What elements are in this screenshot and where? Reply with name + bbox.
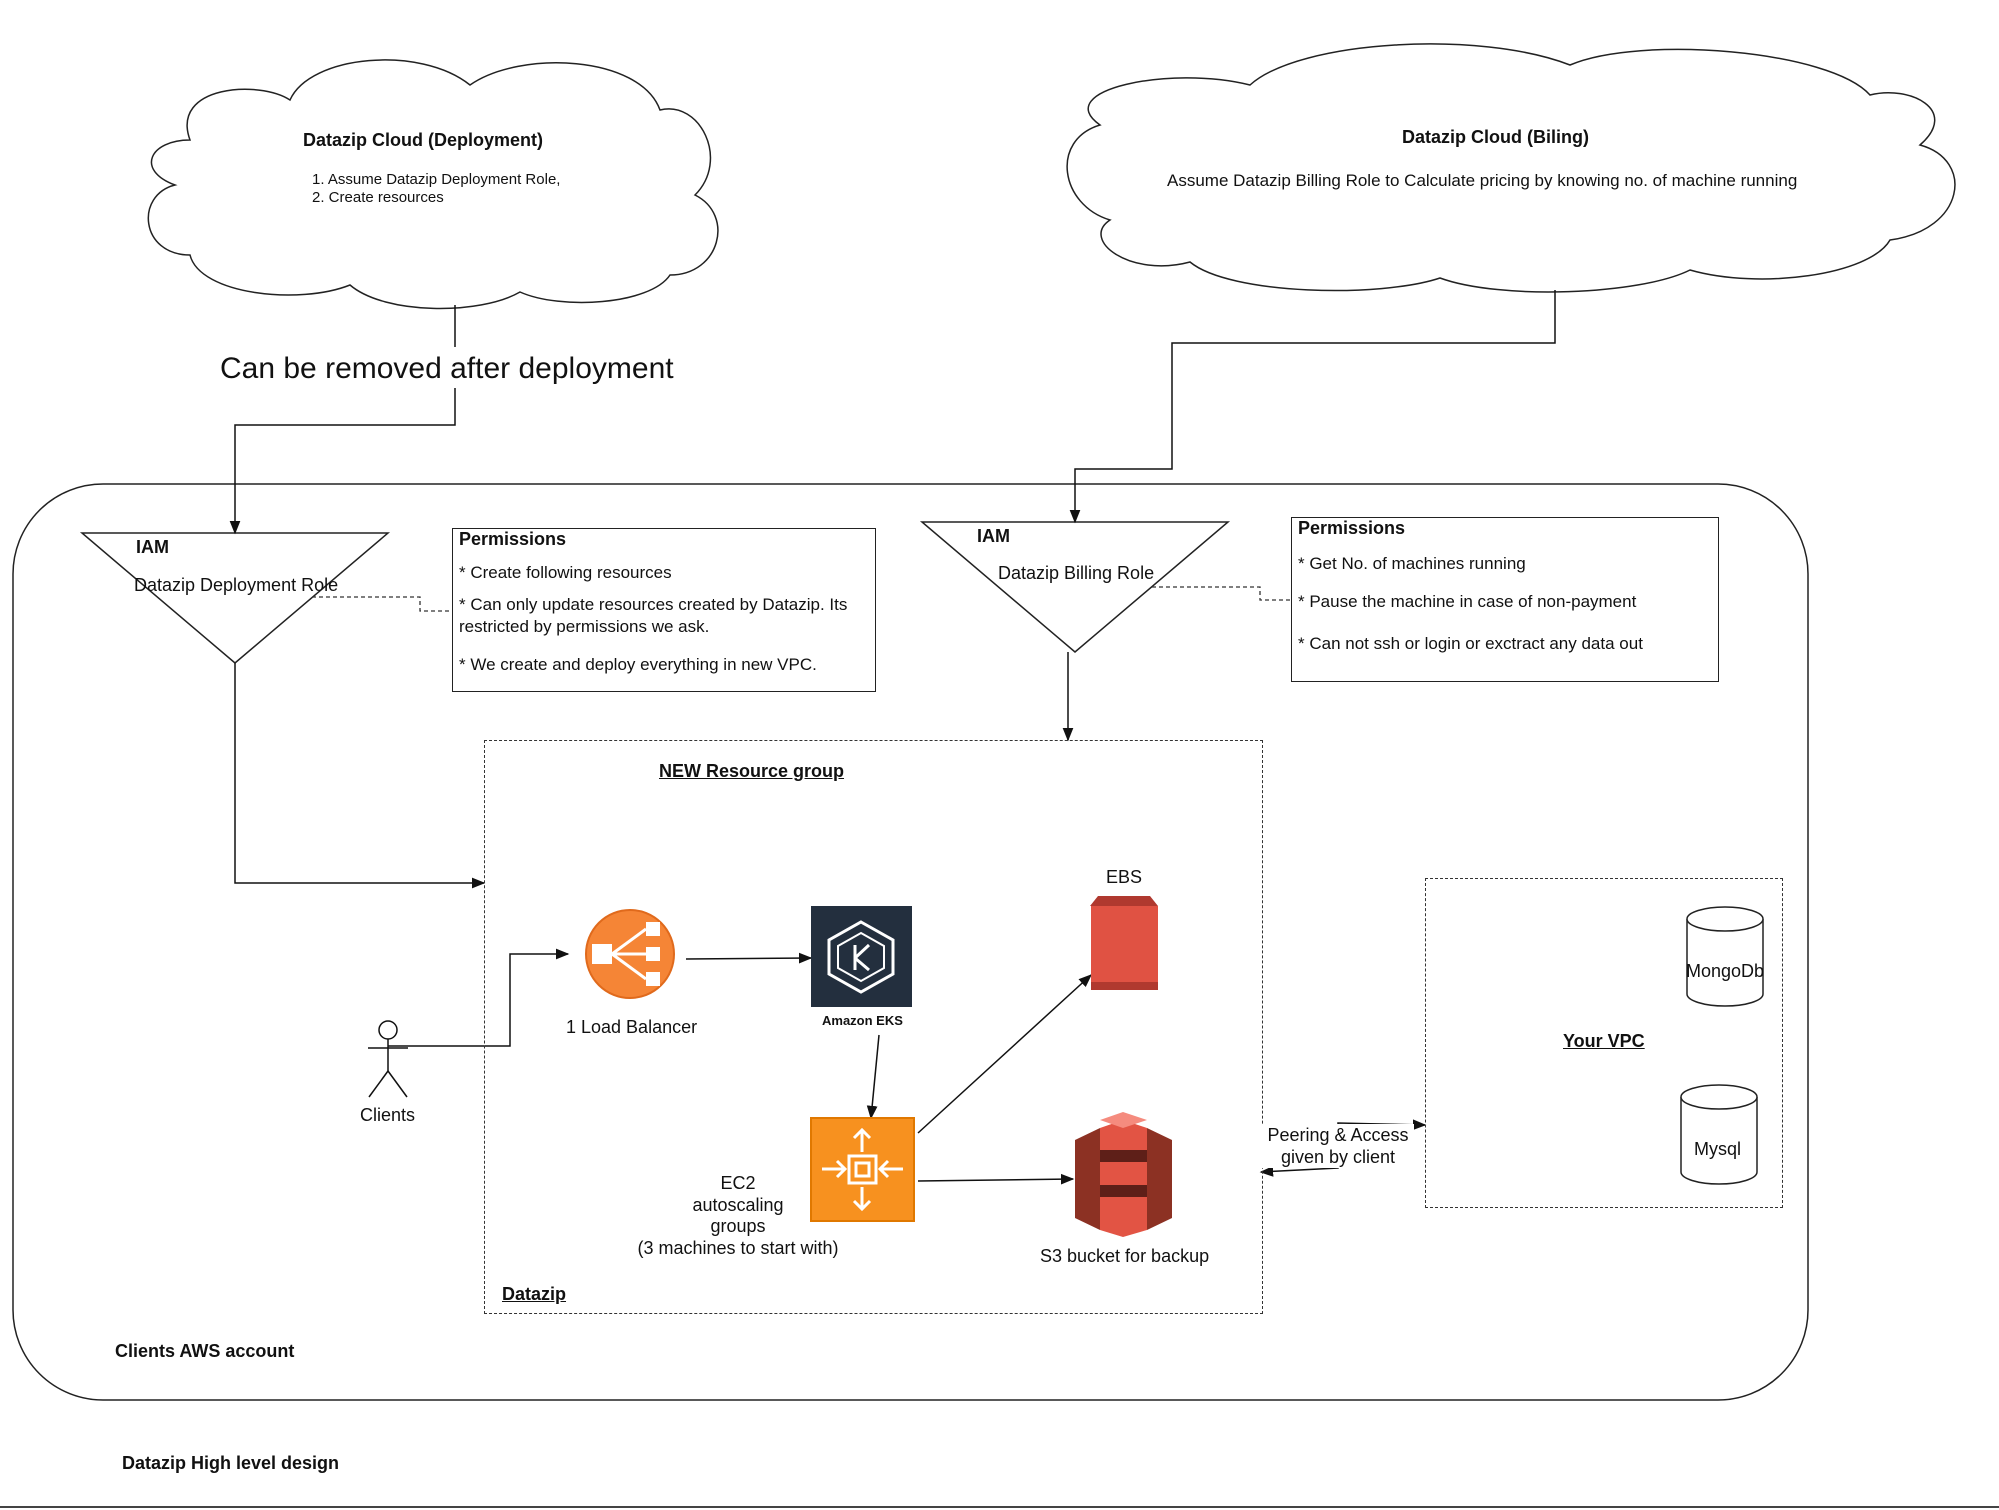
mongodb-label: MongoDb: [1686, 961, 1765, 981]
deployment-permission-item: * Can only update resources created by D…: [459, 595, 848, 637]
bottom-divider: [0, 1506, 1999, 1508]
ec2-label-line: groups: [710, 1216, 766, 1236]
your-vpc-title: Your VPC: [1563, 1031, 1645, 1051]
your-vpc-container: [1425, 878, 1783, 1208]
s3-bucket-label: S3 bucket for backup: [1040, 1246, 1210, 1266]
link-billing-role-permissions: [1152, 586, 1291, 601]
billing-permissions-box: Permissions * Get No. of machines runnin…: [1291, 517, 1719, 682]
peering-label-line: given by client: [1262, 1146, 1414, 1168]
deployment-permission-item: * We create and deploy everything in new…: [459, 655, 817, 675]
connector-ec2-to-ebs: [917, 974, 1092, 1134]
new-resource-group-container: [484, 740, 1263, 1314]
billing-permissions-title: Permissions: [1298, 518, 1406, 538]
ec2-autoscaling-icon: [810, 1117, 915, 1222]
link-deployment-role-permissions: [312, 596, 450, 612]
peering-label-line: Peering & Access: [1262, 1124, 1414, 1146]
billing-cloud-shape: [1066, 43, 1956, 293]
resource-group-footer: Datazip: [502, 1284, 567, 1304]
mysql-database-icon: [1680, 1084, 1758, 1185]
connector-load-balancer-to-eks: [685, 952, 813, 964]
resource-group-title: NEW Resource group: [659, 761, 845, 781]
diagram-caption: Datazip High level design: [122, 1453, 340, 1473]
billing-role-iam-label: IAM: [977, 526, 1010, 546]
mongodb-database-icon: [1686, 906, 1764, 1007]
connector-ec2-to-s3: [917, 1173, 1075, 1185]
clients-aws-account-label: Clients AWS account: [115, 1341, 295, 1361]
deployment-permissions-box: Permissions * Create following resources…: [452, 528, 876, 692]
deployment-role-name: Datazip Deployment Role: [134, 575, 339, 595]
connector-clients-to-load-balancer: [388, 948, 570, 1047]
billing-permission-item: * Can not ssh or login or exctract any d…: [1298, 634, 1643, 654]
clients-actor-icon: [368, 1020, 408, 1098]
billing-role-name: Datazip Billing Role: [998, 563, 1155, 583]
ebs-label: EBS: [1106, 867, 1143, 887]
billing-permission-item: * Pause the machine in case of non-payme…: [1298, 592, 1637, 612]
billing-cloud-description: Assume Datazip Billing Role to Calculate…: [1167, 171, 1798, 190]
deployment-permissions-title: Permissions: [459, 529, 567, 549]
deployment-cloud-shape: [147, 59, 719, 310]
connector-deployment-role-to-resource-group: [234, 663, 486, 889]
load-balancer-icon: [585, 909, 675, 999]
billing-permission-item: * Get No. of machines running: [1298, 554, 1526, 573]
ec2-autoscaling-label: EC2 autoscaling groups (3 machines to st…: [628, 1173, 848, 1259]
connector-billing-cloud-to-role: [1069, 290, 1556, 524]
load-balancer-label: 1 Load Balancer: [566, 1017, 698, 1037]
peering-label: Peering & Access given by client: [1262, 1124, 1414, 1168]
mysql-label: Mysql: [1694, 1139, 1742, 1159]
s3-bucket-icon: [1075, 1112, 1172, 1237]
deployment-cloud-title: Datazip Cloud (Deployment): [303, 130, 544, 150]
ec2-label-line: EC2: [720, 1173, 756, 1193]
deployment-cloud-step-2: 2. Create resources: [312, 189, 444, 206]
billing-cloud-title: Datazip Cloud (Biling): [1402, 127, 1589, 147]
deployment-permission-item: * Create following resources: [459, 563, 672, 582]
clients-aws-account-container: [12, 483, 1809, 1401]
removed-after-deployment-note: Can be removed after deployment: [218, 350, 676, 388]
deployment-role-iam-label: IAM: [136, 537, 169, 557]
amazon-eks-icon: [811, 906, 912, 1007]
deployment-cloud-step-1: 1. Assume Datazip Deployment Role,: [312, 171, 561, 188]
ec2-label-line: autoscaling: [692, 1194, 784, 1215]
deployment-role-triangle: [79, 532, 391, 664]
amazon-eks-label: Amazon EKS: [822, 1013, 903, 1028]
connector-removed-note-to-role: [229, 385, 456, 535]
ebs-volume-icon: [1090, 896, 1158, 990]
ec2-label-line: (3 machines to start with): [637, 1237, 839, 1258]
connector-eks-to-ec2: [866, 1034, 880, 1120]
clients-label: Clients: [360, 1105, 416, 1125]
